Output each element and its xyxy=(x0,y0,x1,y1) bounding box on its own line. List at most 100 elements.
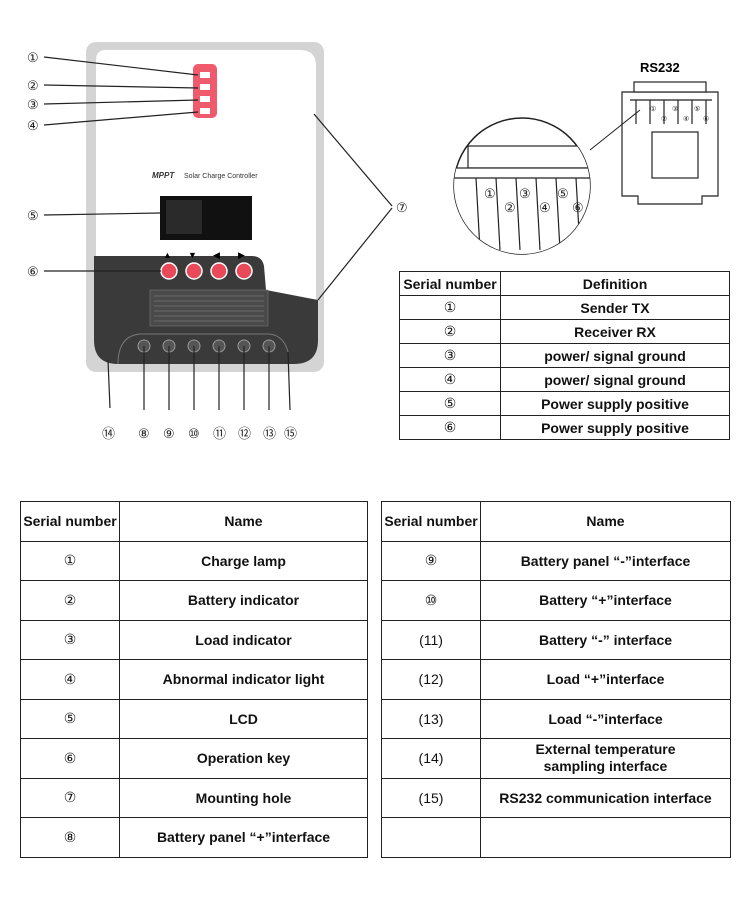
key-down-button xyxy=(185,262,203,280)
table-cell: RS232 communication interface xyxy=(480,777,731,818)
spec-label xyxy=(149,289,269,327)
rs232-connector xyxy=(621,81,719,205)
table-cell: ⑨ xyxy=(381,540,481,581)
table-cell: ④ xyxy=(20,659,120,700)
callout-10: ⑩ xyxy=(188,426,200,441)
rs232-pin-4: ④ xyxy=(539,200,551,215)
rs232-pin-3: ③ xyxy=(519,186,531,201)
table-cell xyxy=(480,817,731,858)
table-cell: Battery panel “-”interface xyxy=(480,540,731,581)
table-cell: ⑩ xyxy=(381,580,481,621)
rs232-pin-2: ② xyxy=(504,200,516,215)
abnormal-led xyxy=(200,108,210,114)
rs232-title: RS232 xyxy=(640,60,680,75)
table-cell: Power supply positive xyxy=(500,415,730,440)
callout-14: ⑭ xyxy=(102,426,115,441)
table-cell: ⑥ xyxy=(20,738,120,779)
callout-13: ⑬ xyxy=(263,426,276,441)
table-cell: ⑤ xyxy=(20,698,120,739)
table-cell: ③ xyxy=(20,619,120,660)
table-cell: Mounting hole xyxy=(119,777,368,818)
table-cell: Battery “+”interface xyxy=(480,580,731,621)
table-cell: power/ signal ground xyxy=(500,367,730,392)
arrow-left-icon: ◀ xyxy=(213,250,220,260)
led-strip xyxy=(193,64,217,118)
load-led xyxy=(200,96,210,102)
table-header-row: Serial number Name xyxy=(20,501,368,542)
table-cell: External temperature sampling interface xyxy=(480,738,731,779)
callout-5: ⑤ xyxy=(27,208,39,223)
key-left-button xyxy=(210,262,228,280)
callout-4: ④ xyxy=(27,118,39,133)
svg-text:⑤: ⑤ xyxy=(694,105,700,113)
controller-diagram: MPPT Solar Charge Controller ▲ ▼ ◀ ▶ CE … xyxy=(27,42,719,441)
arrow-down-icon: ▼ xyxy=(188,250,197,260)
cert-label: CE RoHS xyxy=(268,267,304,276)
table-cell: Battery indicator xyxy=(119,580,368,621)
device-face xyxy=(96,50,316,300)
table-cell: Load “+”interface xyxy=(480,659,731,700)
header-serial: Serial number xyxy=(381,501,481,542)
svg-text:①: ① xyxy=(650,105,656,113)
table-cell: ② xyxy=(399,319,501,344)
arrow-right-icon: ▶ xyxy=(238,250,245,260)
table-cell: ⑤ xyxy=(399,391,501,416)
table-cell: ① xyxy=(20,540,120,581)
table-cell: (13) xyxy=(381,698,481,739)
charge-led xyxy=(200,72,210,78)
table-row xyxy=(381,817,731,858)
table-row: (14)External temperature sampling interf… xyxy=(381,738,731,779)
callout-12: ⑫ xyxy=(238,426,251,441)
table-cell: Receiver RX xyxy=(500,319,730,344)
header-name: Name xyxy=(480,501,731,542)
callout-8: ⑧ xyxy=(138,426,150,441)
table-row: (13)Load “-”interface xyxy=(381,698,731,739)
table-cell: power/ signal ground xyxy=(500,343,730,368)
table-cell: Battery “-” interface xyxy=(480,619,731,660)
rs232-pin-1: ① xyxy=(484,186,496,201)
table-row: (15)RS232 communication interface xyxy=(381,777,731,818)
callout-11: ⑪ xyxy=(213,426,226,441)
key-right-button xyxy=(235,262,253,280)
key-up-button xyxy=(160,262,178,280)
table-row: (11)Battery “-” interface xyxy=(381,619,731,660)
rs232-pin-6: ⑥ xyxy=(572,200,584,215)
table-cell: Power supply positive xyxy=(500,391,730,416)
svg-text:③: ③ xyxy=(672,105,678,113)
table-cell: LCD xyxy=(119,698,368,739)
brand-label: MPPT xyxy=(152,171,175,180)
table-cell: ② xyxy=(20,580,120,621)
header-serial: Serial number xyxy=(399,271,501,296)
table-cell: ⑥ xyxy=(399,415,501,440)
table-cell: ④ xyxy=(399,367,501,392)
table-row: (12)Load “+”interface xyxy=(381,659,731,700)
table-cell: Load indicator xyxy=(119,619,368,660)
table-cell: Load “-”interface xyxy=(480,698,731,739)
table-cell: Battery panel “+”interface xyxy=(119,817,368,858)
table-cell: Operation key xyxy=(119,738,368,779)
arrow-up-icon: ▲ xyxy=(163,250,172,260)
battery-led xyxy=(200,84,210,90)
table-cell xyxy=(381,817,481,858)
callout-2: ② xyxy=(27,78,39,93)
table-cell: (11) xyxy=(381,619,481,660)
table-cell: (12) xyxy=(381,659,481,700)
table-header-row: Serial number Name xyxy=(381,501,731,542)
table-cell: ③ xyxy=(399,343,501,368)
table-cell: ⑧ xyxy=(20,817,120,858)
callout-9: ⑨ xyxy=(163,426,175,441)
table-cell: (14) xyxy=(381,738,481,779)
